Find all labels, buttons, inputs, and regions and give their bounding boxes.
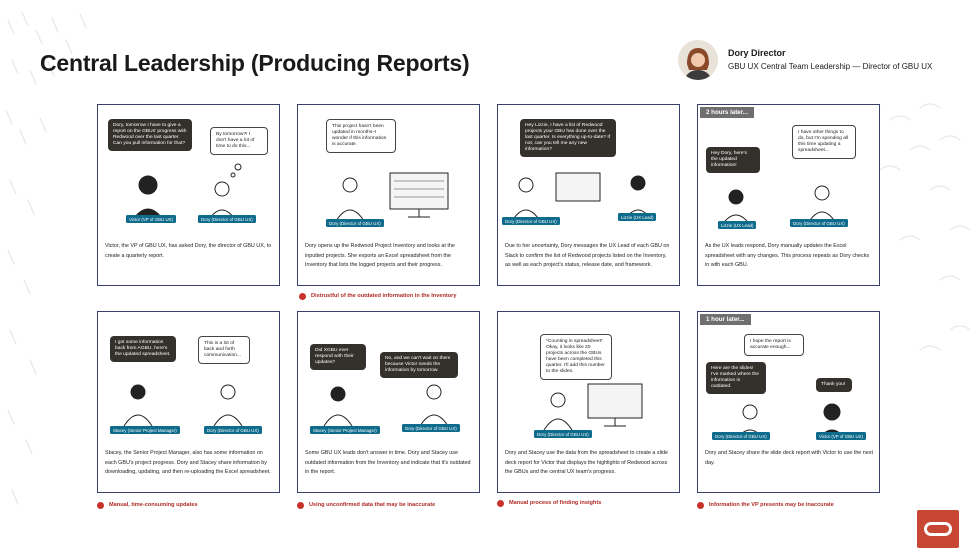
panel-scene: 2 hours later... Hey Dory, here's the up… [698,105,879,233]
storyboard-panel-5: I got some information back from AGBU, h… [97,311,280,493]
thought-bubble: This is a lot of back and forth communic… [198,336,250,364]
insight-text: Distrustful of the outdated information … [311,293,457,299]
time-tag: 2 hours later... [700,107,754,118]
speech-bubble: Did XGBU ever respond with their updates… [310,344,366,370]
insight-note: Distrustful of the outdated information … [299,291,456,301]
oracle-logo-icon [917,510,959,548]
speech-bubble: I got some information back from AGBU, h… [110,336,176,362]
insight-text: Manual process of finding insights [509,500,602,506]
panel-scene: This project hasn't been updated in mont… [298,105,479,233]
panel-caption: Due to her uncertainty, Dory messages th… [505,243,670,268]
insight-text: Information the VP presents may be inacc… [709,502,834,508]
name-tag: Lizzie (UX Lead) [718,221,757,229]
panel-caption: Dory and Stacey share the slide deck rep… [705,450,873,466]
thought-bubble: I hope the report is accurate enough... [744,334,804,356]
storyboard-panel-7: *Counting in spreadsheet* Okay, it looks… [497,311,680,493]
thought-bubble: This project hasn't been updated in mont… [326,119,396,153]
insight-text: Manual, time-consuming updates [109,502,198,508]
storyboard-panel-2: This project hasn't been updated in mont… [297,104,480,286]
alert-dot-icon [299,292,306,300]
insight-note: Information the VP presents may be inacc… [697,500,834,510]
name-tag: Dory (Director of GBU UX) [204,426,262,434]
panel-scene: I got some information back from AGBU, h… [98,312,279,440]
alert-dot-icon [97,501,104,509]
characters-illustration [323,384,449,427]
page-title: Central Leadership (Producing Reports) [40,50,470,76]
insight-text: Using unconfirmed data that may be inacc… [309,502,436,508]
name-tag: Stacey (Senior Project Manager) [310,426,380,434]
thought-bubble: By tomorrow?! I don't have a lot of time… [210,127,268,155]
characters-illustration [123,384,243,427]
name-tag: Dory (Director of GBU UX) [534,430,592,438]
decorative-pattern-left [5,11,87,505]
thought-bubble: I have other things to do, but I'm spend… [792,125,856,159]
persona-role: GBU UX Central Team Leadership — Directo… [728,62,933,71]
name-tag: Dory (Director of GBU UX) [326,219,384,227]
characters-illustration [543,383,643,431]
name-tag: Dory (Director of GBU UX) [502,217,560,225]
panel-caption: Dory opens up the Redwood Project Invent… [305,243,455,268]
panel-scene: Dory, tomorrow I have to give a report o… [98,105,279,233]
storyboard-panel-6: Did XGBU ever respond with their updates… [297,311,480,493]
speech-bubble: Thank you! [816,378,852,392]
panel-caption: As the UX leads respond, Dory manually u… [705,243,870,268]
alert-dot-icon [697,501,704,509]
panel-scene: *Counting in spreadsheet* Okay, it looks… [498,312,679,440]
name-tag: Stacey (Senior Project Manager) [110,426,180,434]
panel-caption: Stacey, the Senior Project Manager, also… [105,450,271,475]
name-tag: Lizzie (UX Lead) [618,213,657,221]
alert-dot-icon [297,501,304,509]
avatar [678,40,718,80]
panel-caption: Some GBU UX leads don't answer in time. … [305,450,471,475]
speech-bubble: Here are the slides! I've marked where t… [706,362,766,394]
name-tag: Victor (VP of GBU UX) [126,215,177,223]
storyboard-panel-3: Hey Lizzie, I have a list of Redwood pro… [497,104,680,286]
name-tag: Dory (Director of GBU UX) [198,215,256,223]
insight-note: Manual, time-consuming updates [97,500,198,510]
panel-scene: Hey Lizzie, I have a list of Redwood pro… [498,105,679,233]
panel-scene: 1 hour later... I hope the report is acc… [698,312,879,441]
speech-bubble: Dory, tomorrow I have to give a report o… [108,119,192,151]
storyboard-panel-1: Dory, tomorrow I have to give a report o… [97,104,280,286]
name-tag: Dory (Director of GBU UX) [402,424,460,432]
speech-bubble: No, and we can't wait on them because Vi… [380,352,458,378]
storyboard-panel-4: 2 hours later... Hey Dory, here's the up… [697,104,880,286]
insight-note: Manual process of finding insights [497,498,601,508]
persona-name: Dory Director [728,48,786,58]
persona-header: Dory Director GBU UX Central Team Leader… [678,40,958,82]
name-tag: Dory (Director of GBU UX) [712,432,770,440]
time-tag: 1 hour later... [700,314,751,325]
storyboard-panel-8: 1 hour later... I hope the report is acc… [697,311,880,493]
speech-bubble: Hey Lizzie, I have a list of Redwood pro… [520,119,616,157]
name-tag: Dory (Director of GBU UX) [790,219,848,227]
alert-dot-icon [497,499,504,507]
panel-caption: Dory and Stacey use the data from the sp… [505,450,669,475]
panel-scene: Did XGBU ever respond with their updates… [298,312,479,440]
thought-bubble: *Counting in spreadsheet* Okay, it looks… [540,334,612,380]
insight-note: Using unconfirmed data that may be inacc… [297,500,435,510]
characters-illustration [511,172,653,222]
characters-illustration [335,172,449,222]
panel-caption: Victor, the VP of GBU UX, has asked Dory… [105,243,272,259]
name-tag: Victor (VP of GBU UX) [816,432,867,440]
speech-bubble: Hey Dory, here's the updated information… [706,147,760,173]
